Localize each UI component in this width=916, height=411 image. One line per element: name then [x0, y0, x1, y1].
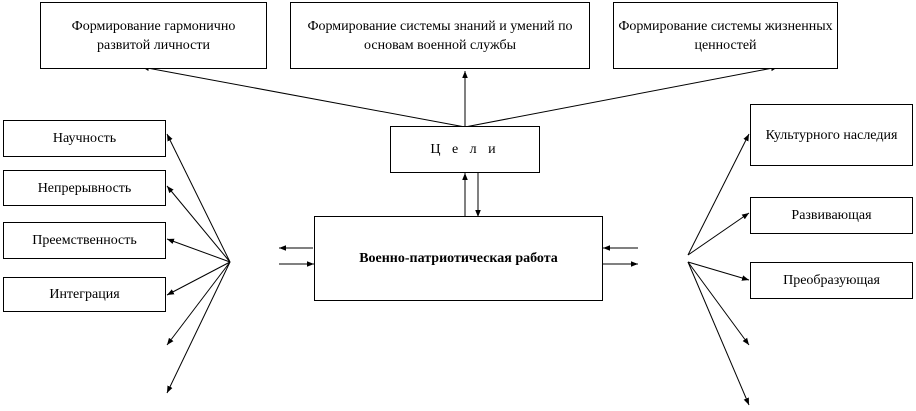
arrow-to-principle-4 — [166, 261, 231, 296]
goal-box-values: Формирование системы жизненных ценностей — [613, 2, 838, 69]
principle-label: Непрерывность — [37, 180, 132, 196]
function-label: Преобразующая — [783, 273, 880, 288]
arrow-to-function-3 — [687, 261, 750, 281]
arrow-to-principle-5 — [166, 261, 231, 346]
goal-box-knowledge: Формирование системы знаний и умений по … — [290, 2, 590, 69]
arrow-to-function-4 — [687, 261, 750, 346]
function-box-2: Развивающая — [750, 197, 913, 234]
arrow-to-function-2 — [687, 212, 750, 256]
arrow-to-principle-6 — [166, 261, 231, 394]
goals-box: Ц е л и — [390, 126, 540, 173]
arrow-to-principle-1 — [166, 133, 231, 263]
arrow-to-function-5 — [687, 261, 750, 406]
goal-box-harmonious: Формирование гармонично развитой личност… — [40, 2, 267, 69]
principle-box-2: Непрерывность — [3, 170, 166, 206]
arrow-to-function-1 — [687, 133, 750, 256]
principle-box-1: Научность — [3, 120, 166, 157]
goals-label: Ц е л и — [430, 142, 500, 157]
main-work-box: Военно-патриотическая работа — [314, 216, 603, 301]
function-label: Культурного наследия — [765, 127, 898, 143]
arrow-to-principle-2 — [166, 185, 231, 263]
goal-harmonious-label: Формирование гармонично развитой личност… — [71, 18, 236, 53]
principle-box-3: Преемственность — [3, 222, 166, 259]
goal-values-label: Формирование системы жизненных ценностей — [618, 18, 833, 53]
arrow-to-principle-3 — [166, 238, 231, 263]
principle-box-4: Интеграция — [3, 277, 166, 312]
principle-label: Интеграция — [49, 287, 120, 302]
goal-knowledge-label: Формирование системы знаний и умений по … — [307, 18, 573, 53]
main-work-label: Военно-патриотическая работа — [359, 251, 558, 266]
arrow-to-goal-harmonious — [141, 65, 466, 128]
function-box-1: Культурного наследия — [750, 104, 913, 166]
function-box-3: Преобразующая — [750, 262, 913, 299]
principle-label: Научность — [52, 131, 117, 146]
arrow-to-goal-values — [464, 65, 779, 128]
function-label: Развивающая — [791, 208, 872, 223]
principle-label: Преемственность — [32, 233, 137, 248]
